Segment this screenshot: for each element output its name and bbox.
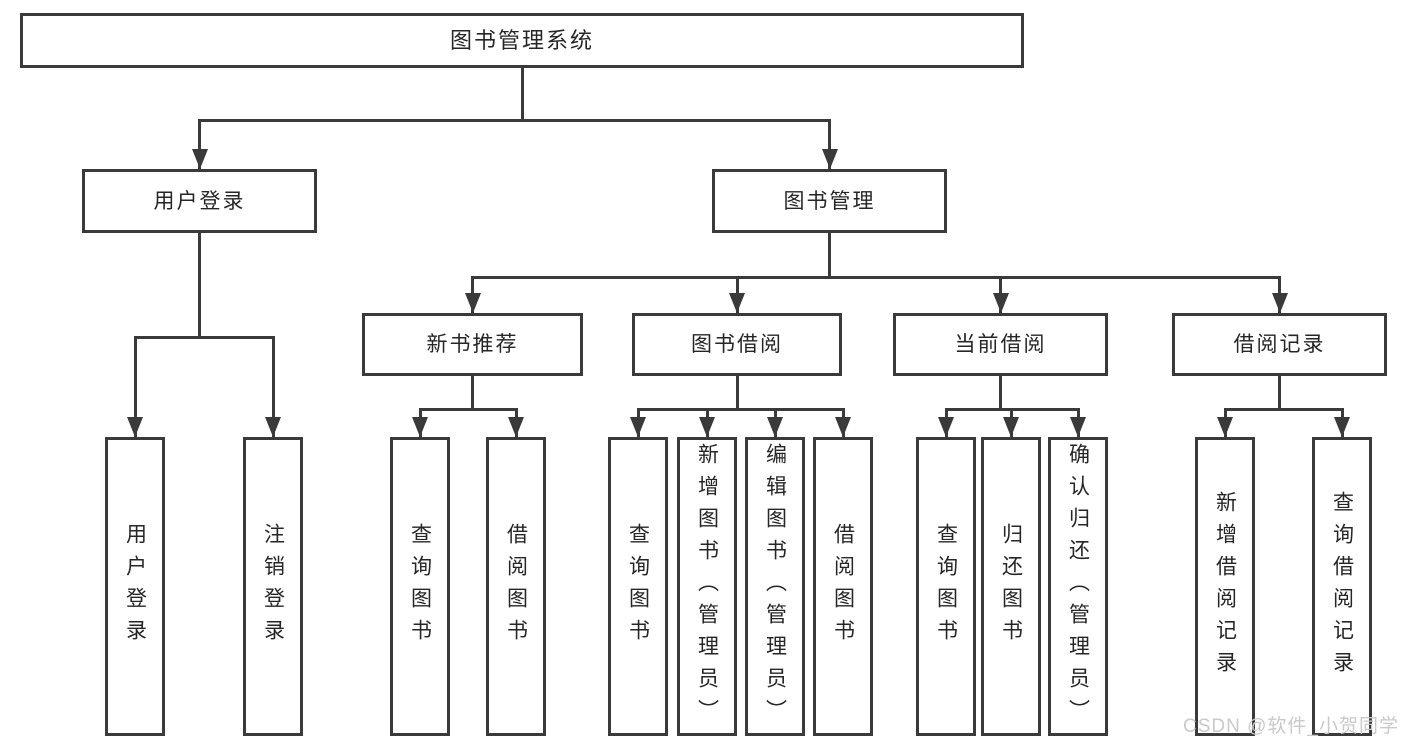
arrow-down-icon (1334, 417, 1350, 437)
node-new-book-rec: 新书推荐 (362, 313, 583, 376)
node-label-bb-query: 查询图书 (626, 522, 650, 651)
csdn-watermark: CSDN @软件_小贺同学 (1183, 716, 1399, 737)
node-label-ul-login: 用户登录 (123, 522, 147, 651)
arrow-down-icon (699, 417, 715, 437)
arrow-down-icon (127, 417, 143, 437)
node-system: 图书管理系统 (20, 13, 1024, 68)
connector-stem-current-borrow (999, 376, 1002, 411)
arrow-down-icon (729, 293, 745, 313)
arrow-down-icon (938, 417, 954, 437)
node-user-login: 用户登录 (82, 169, 317, 233)
node-label-bb-add: 新增图书（管理员） (695, 442, 719, 731)
connector-drop-ul-logout (271, 336, 275, 437)
node-label-system: 图书管理系统 (449, 27, 594, 53)
connector-drop-user-login (198, 119, 201, 169)
connector-split-system (198, 119, 831, 122)
connector-split-user-login (133, 336, 275, 339)
node-label-borrow-records: 借阅记录 (1233, 333, 1326, 356)
node-label-br-query: 查询借阅记录 (1330, 490, 1354, 683)
arrow-down-icon (767, 417, 783, 437)
connector-split-borrow-records (1223, 408, 1344, 411)
node-label-user-login: 用户登录 (153, 189, 246, 213)
node-bb-query: 查询图书 (608, 437, 668, 736)
arrow-down-icon (1003, 417, 1019, 437)
connector-drop-ul-login (133, 336, 137, 437)
node-label-book-borrow: 图书借阅 (691, 333, 783, 356)
node-bb-add: 新增图书（管理员） (677, 437, 737, 736)
connector-stem-user-login (198, 233, 201, 339)
node-label-nr-query: 查询图书 (408, 522, 432, 651)
connector-stem-book-borrow (735, 376, 739, 411)
connector-stem-new-book-rec (471, 376, 474, 411)
arrow-down-icon (1217, 417, 1233, 437)
node-cb-confirm: 确认归还（管理员） (1048, 437, 1108, 736)
node-bb-borrow: 借阅图书 (813, 437, 873, 736)
node-nr-query: 查询图书 (390, 437, 450, 736)
node-label-ul-logout: 注销登录 (261, 522, 285, 651)
node-bb-edit: 编辑图书（管理员） (745, 437, 805, 736)
node-ul-login: 用户登录 (105, 437, 165, 736)
connector-split-book-mgmt (471, 276, 1281, 279)
node-book-mgmt: 图书管理 (712, 169, 947, 233)
arrow-down-icon (464, 293, 481, 313)
arrow-down-icon (412, 417, 428, 437)
arrow-down-icon (508, 417, 524, 437)
arrow-down-icon (191, 149, 208, 169)
arrow-down-icon (1271, 293, 1288, 313)
node-br-query: 查询借阅记录 (1312, 437, 1372, 736)
node-br-add: 新增借阅记录 (1195, 437, 1255, 736)
node-borrow-records: 借阅记录 (1172, 313, 1387, 376)
node-cb-return: 归还图书 (981, 437, 1041, 736)
arrow-down-icon (630, 417, 646, 437)
node-cb-query: 查询图书 (916, 437, 976, 736)
node-label-new-book-rec: 新书推荐 (426, 333, 519, 356)
arrow-down-icon (1070, 417, 1086, 437)
arrow-down-icon (265, 417, 281, 437)
arrow-down-icon (992, 293, 1009, 313)
connector-stem-system (520, 68, 524, 122)
connector-split-book-borrow (636, 408, 845, 411)
connector-split-new-book-rec (418, 408, 518, 411)
node-nr-borrow: 借阅图书 (486, 437, 546, 736)
node-label-book-mgmt: 图书管理 (783, 189, 876, 213)
node-label-nr-borrow: 借阅图书 (504, 522, 528, 651)
connector-stem-book-mgmt (828, 233, 831, 279)
node-book-borrow: 图书借阅 (632, 313, 842, 376)
arrow-down-icon (835, 417, 851, 437)
node-label-cb-query: 查询图书 (934, 522, 958, 651)
node-label-current-borrow: 当前借阅 (954, 333, 1047, 356)
node-label-bb-borrow: 借阅图书 (831, 522, 855, 651)
node-label-bb-edit: 编辑图书（管理员） (763, 442, 787, 731)
arrow-down-icon (821, 149, 838, 169)
node-label-cb-confirm: 确认归还（管理员） (1066, 442, 1090, 731)
node-label-br-add: 新增借阅记录 (1213, 490, 1237, 683)
connector-drop-book-mgmt (828, 119, 831, 169)
node-ul-logout: 注销登录 (243, 437, 303, 736)
connector-stem-borrow-records (1278, 376, 1281, 411)
node-current-borrow: 当前借阅 (893, 313, 1108, 376)
node-label-cb-return: 归还图书 (999, 522, 1023, 651)
